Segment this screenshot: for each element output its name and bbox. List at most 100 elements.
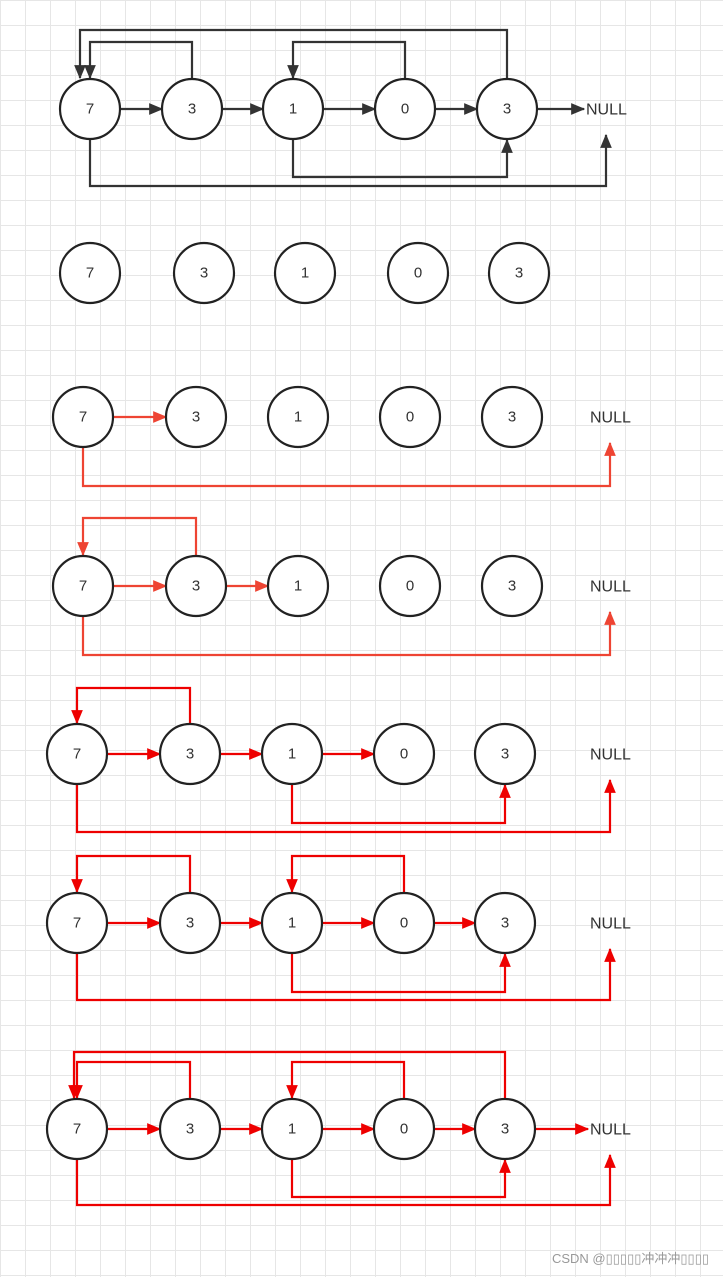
node-value: 1 bbox=[289, 101, 297, 118]
node-circle bbox=[473, 1097, 537, 1161]
node-circle bbox=[260, 891, 324, 955]
node-circle bbox=[266, 385, 330, 449]
node-value: 7 bbox=[73, 1121, 81, 1138]
stage-1: 7 3 1 0 3 NULL bbox=[58, 28, 627, 188]
list-node: 1 bbox=[260, 722, 324, 786]
random-backward-arrow bbox=[71, 1060, 192, 1100]
list-node: 0 bbox=[378, 385, 442, 449]
list-node: 1 bbox=[260, 1097, 324, 1161]
random-forward-arrow bbox=[290, 1158, 511, 1199]
node-value: 7 bbox=[73, 915, 81, 932]
node-value: 3 bbox=[200, 265, 208, 282]
list-node: 7 bbox=[58, 77, 122, 141]
node-value: 7 bbox=[86, 101, 94, 118]
list-node: 1 bbox=[260, 891, 324, 955]
node-circle bbox=[261, 77, 325, 141]
node-circle bbox=[266, 554, 330, 618]
node-circle bbox=[172, 241, 236, 305]
random-to-null-arrow bbox=[75, 1153, 616, 1207]
node-value: 3 bbox=[501, 1121, 509, 1138]
node-circle bbox=[158, 722, 222, 786]
list-node: 3 bbox=[473, 1097, 537, 1161]
random-backward-arrow bbox=[287, 40, 407, 80]
list-node: 3 bbox=[487, 241, 551, 305]
list-node: 7 bbox=[45, 722, 109, 786]
node-value: 3 bbox=[508, 409, 516, 426]
random-forward-arrow bbox=[290, 952, 511, 994]
list-node: 3 bbox=[172, 241, 236, 305]
node-circle bbox=[164, 554, 228, 618]
list-node: 7 bbox=[45, 891, 109, 955]
node-value: 0 bbox=[414, 265, 422, 282]
list-node: 1 bbox=[273, 241, 337, 305]
node-circle bbox=[51, 385, 115, 449]
list-node: 7 bbox=[51, 385, 115, 449]
node-circle bbox=[487, 241, 551, 305]
random-to-null-arrow bbox=[81, 610, 616, 657]
node-value: 0 bbox=[400, 746, 408, 763]
random-to-null-arrow bbox=[81, 441, 616, 488]
node-value: 3 bbox=[501, 915, 509, 932]
null-label: NULL bbox=[590, 1122, 631, 1139]
random-forward-arrow bbox=[291, 138, 513, 179]
list-node: 3 bbox=[480, 385, 544, 449]
random-forward-arrow bbox=[290, 783, 511, 825]
node-value: 3 bbox=[188, 101, 196, 118]
node-circle bbox=[378, 385, 442, 449]
list-node: 3 bbox=[164, 385, 228, 449]
list-node: 3 bbox=[480, 554, 544, 618]
null-label: NULL bbox=[590, 916, 631, 933]
node-value: 1 bbox=[294, 578, 302, 595]
node-circle bbox=[158, 1097, 222, 1161]
list-node: 1 bbox=[266, 554, 330, 618]
random-backward-arrow bbox=[286, 1060, 406, 1100]
random-backward-arrow bbox=[74, 28, 509, 80]
list-node: 3 bbox=[164, 554, 228, 618]
node-circle bbox=[372, 722, 436, 786]
node-value: 3 bbox=[192, 409, 200, 426]
node-value: 0 bbox=[406, 409, 414, 426]
random-backward-arrow bbox=[286, 854, 406, 894]
random-backward-arrow bbox=[84, 40, 194, 80]
list-node: 3 bbox=[473, 891, 537, 955]
node-value: 0 bbox=[400, 915, 408, 932]
list-node: 7 bbox=[58, 241, 122, 305]
node-value: 1 bbox=[288, 1121, 296, 1138]
null-label: NULL bbox=[590, 747, 631, 764]
null-label: NULL bbox=[590, 410, 631, 427]
node-value: 0 bbox=[400, 1121, 408, 1138]
node-value: 7 bbox=[73, 746, 81, 763]
list-node: 3 bbox=[158, 891, 222, 955]
random-backward-arrow bbox=[77, 516, 198, 557]
node-value: 7 bbox=[79, 409, 87, 426]
list-node: 3 bbox=[158, 722, 222, 786]
list-node: 7 bbox=[51, 554, 115, 618]
node-value: 3 bbox=[192, 578, 200, 595]
node-value: 0 bbox=[406, 578, 414, 595]
node-value: 1 bbox=[301, 265, 309, 282]
stage-6: 7 3 1 0 3 NULL bbox=[45, 854, 631, 1002]
list-node: 0 bbox=[372, 1097, 436, 1161]
node-circle bbox=[45, 722, 109, 786]
list-node: 0 bbox=[378, 554, 442, 618]
random-to-null-arrow bbox=[75, 778, 616, 834]
list-node: 0 bbox=[373, 77, 437, 141]
node-circle bbox=[45, 891, 109, 955]
node-value: 3 bbox=[515, 265, 523, 282]
node-value: 3 bbox=[501, 746, 509, 763]
node-value: 3 bbox=[186, 915, 194, 932]
node-value: 0 bbox=[401, 101, 409, 118]
list-node: 3 bbox=[160, 77, 224, 141]
node-circle bbox=[58, 77, 122, 141]
node-circle bbox=[51, 554, 115, 618]
null-label: NULL bbox=[586, 102, 627, 119]
random-backward-arrow bbox=[71, 854, 192, 894]
random-to-null-arrow bbox=[88, 133, 612, 188]
list-node: 7 bbox=[45, 1097, 109, 1161]
list-node: 3 bbox=[475, 77, 539, 141]
stage-2: 7 3 1 0 3 bbox=[58, 241, 551, 305]
